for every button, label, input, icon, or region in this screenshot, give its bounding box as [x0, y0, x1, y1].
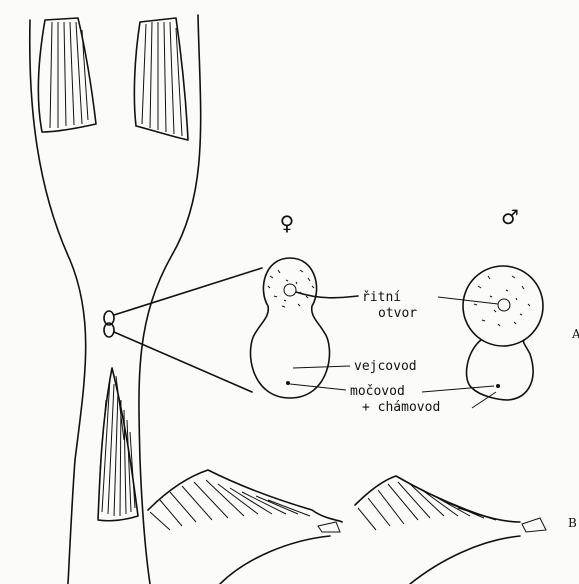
magnification-lines [114, 268, 262, 392]
male-stipple [474, 276, 530, 326]
anal-fin [98, 368, 138, 521]
bottom-sketch-left [148, 470, 342, 584]
male-anus-opening [498, 299, 510, 311]
label-anus-line2: otvor [378, 306, 417, 321]
label-urinary-line2: + chámovod [362, 400, 440, 415]
female-symbol: ♀ [280, 211, 295, 235]
panel-letter-a: A [571, 327, 579, 341]
female-urinary-pore [286, 381, 290, 385]
male-symbol: ♂ [501, 205, 519, 229]
male-urinary-pore [496, 384, 500, 388]
female-anus-opening [284, 284, 296, 296]
bottom-sketch-right [355, 476, 546, 584]
label-urinary: močovod [350, 384, 405, 399]
male-papilla-detail [463, 266, 543, 400]
panel-letter-b: B [568, 516, 577, 530]
genital-papilla [104, 311, 114, 337]
pectoral-fin-left [38, 18, 96, 132]
fish-body-outline [30, 15, 201, 584]
label-oviduct: vejcovod [354, 359, 417, 374]
female-stipple [268, 270, 314, 307]
pectoral-fin-right [134, 18, 188, 140]
female-papilla-detail [250, 258, 329, 398]
label-anus: řitní [362, 290, 401, 305]
